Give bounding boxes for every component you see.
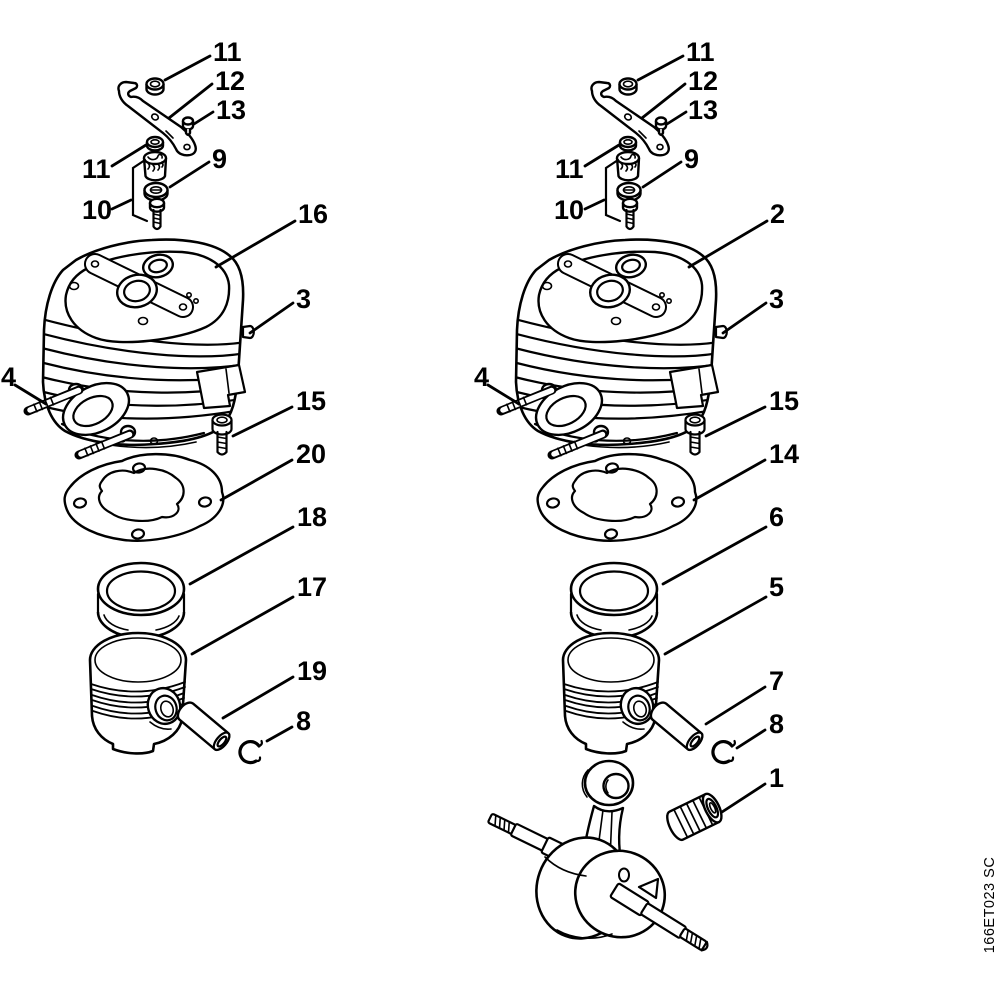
callout-leader-line [221,675,295,720]
callout-label: 3 [296,284,311,314]
callout-label: 9 [212,144,227,174]
callout-label: 5 [769,572,784,602]
callout-label: 13 [688,95,718,125]
callout-label: 16 [298,199,328,229]
callout-label: 9 [684,144,699,174]
callout-leader-line [168,160,211,189]
callout-leader-line [192,110,215,126]
callout-leader-line [704,685,767,726]
callout-leader-line [704,405,767,438]
callout-label: 11 [555,154,584,184]
callout-label: 6 [769,502,784,532]
callout-label: 4 [474,362,489,392]
callout-label: 11 [686,37,715,67]
callout-leader-line [219,458,294,502]
callout-label: 14 [769,439,799,469]
callout-label: 11 [82,154,111,184]
callout-label: 17 [297,572,327,602]
callout-label: 10 [82,195,112,225]
callout-label: 2 [770,199,785,229]
callout-label: 12 [688,66,718,96]
needle-bearing-illustration [666,792,723,842]
cylinder-illustration [28,240,254,456]
callout-label: 19 [297,656,327,686]
callout-leader-line [641,160,683,189]
cylinder-illustration [501,240,727,456]
callout-leader-line [663,595,768,656]
callout-leader-line [231,405,294,438]
callout-leader-line [188,525,295,586]
callout-leader-line [583,198,606,211]
callout-leader-line [167,82,214,120]
callout-label: 13 [216,95,246,125]
callout-label: 18 [297,502,327,532]
callout-leader-line [692,458,767,502]
callout-leader-line [265,725,294,743]
callout-leader-line [640,82,687,120]
callout-label: 12 [215,66,245,96]
callout-label: 1 [769,763,784,793]
callout-leader-line [110,143,148,168]
callout-leader-line [486,383,521,406]
callout-leader-line [720,782,767,814]
callout-label: 7 [769,666,784,696]
callout-leader-line [665,110,688,126]
callout-label: 3 [769,284,784,314]
piston-illustration [561,631,661,755]
callout-label: 20 [296,439,326,469]
callout-leader-line [687,219,769,269]
callout-label: 8 [769,709,784,739]
callout-leader-line [735,728,767,750]
piston-illustration [88,631,188,755]
callout-leader-line [248,301,295,335]
callout-label: 8 [296,706,311,736]
drawing-code: 166ET023 SC [982,857,998,954]
callout-leader-line [190,595,295,656]
callout-leader-line [13,383,48,406]
callout-leader-line [214,219,297,269]
callout-label: 10 [554,195,584,225]
callout-label: 15 [296,386,326,416]
callout-leader-line [583,143,621,168]
callout-leader-line [721,301,768,335]
callout-label: 15 [769,386,799,416]
callout-label: 11 [213,37,242,67]
callout-leader-line [636,54,685,82]
callout-leader-line [110,198,133,211]
callout-leader-line [661,525,768,586]
callout-leader-line [163,54,212,82]
crankshaft-illustration [487,759,709,952]
callout-label: 4 [1,362,16,392]
